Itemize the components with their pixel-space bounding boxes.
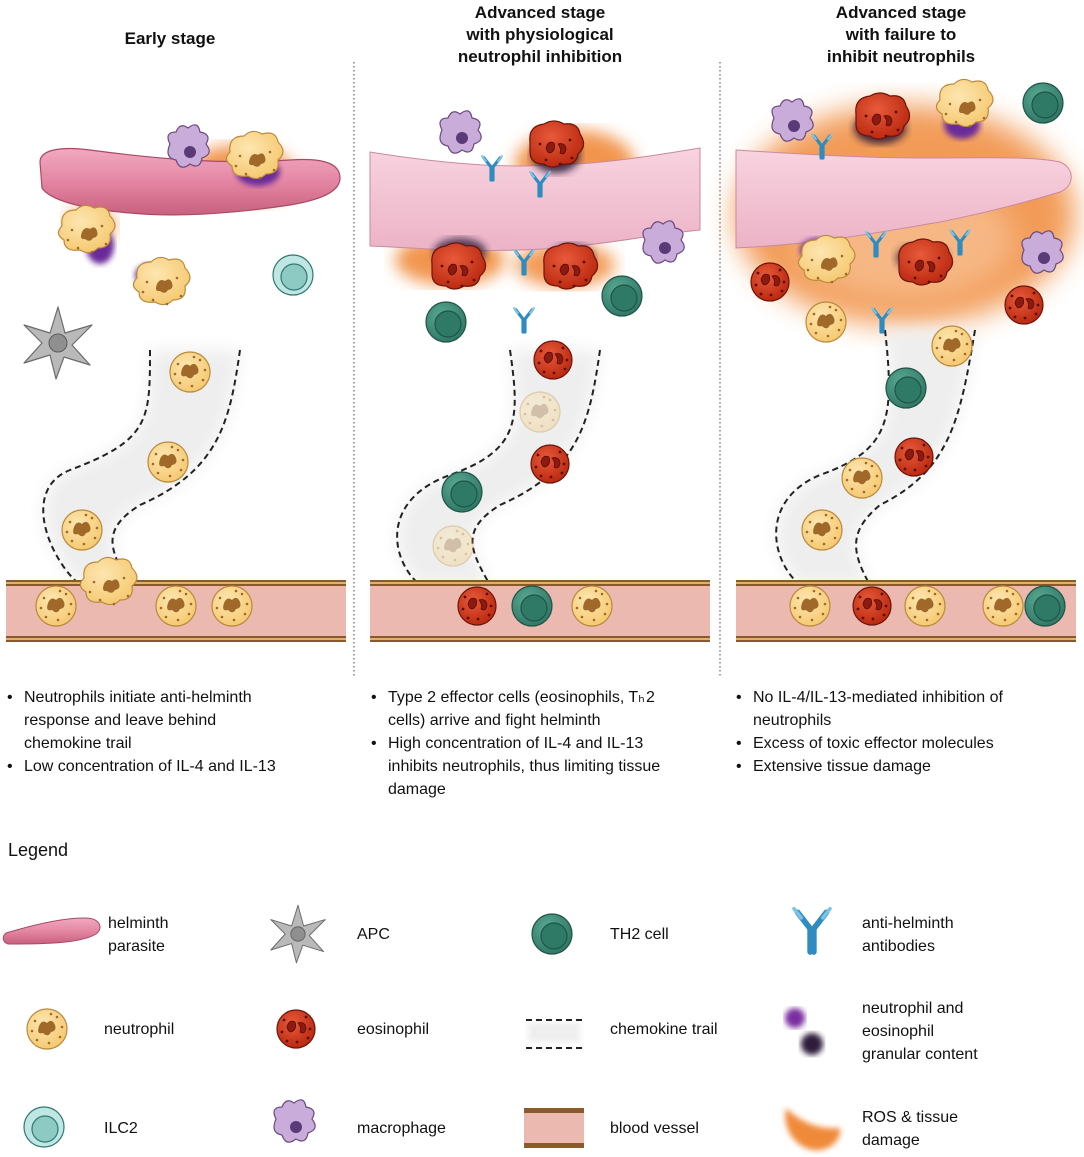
th2-cell <box>1024 585 1066 627</box>
eosinophil-cell <box>529 120 585 168</box>
chemokine-trail <box>775 329 976 586</box>
eosinophil-cell <box>894 437 934 477</box>
chemokine-trail <box>42 349 241 586</box>
bullet-item: Excess of toxic effector molecules <box>733 732 1078 755</box>
neutrophil-cell <box>797 234 856 284</box>
eosinophil-cell <box>852 586 892 626</box>
neutrophil-cell <box>935 78 994 128</box>
ros-icon <box>785 1108 841 1151</box>
neutrophil-cell <box>169 351 211 393</box>
bullet-item: Low concentration of IL-4 and IL-13 <box>4 755 344 778</box>
neutrophil-cell <box>982 585 1024 627</box>
apc-cell <box>23 306 93 380</box>
bullet-item: Neutrophils initiate anti-helminth respo… <box>4 686 344 755</box>
helminth-parasite <box>735 149 1072 249</box>
antibody <box>512 306 536 334</box>
neutrophil-cell <box>147 441 189 483</box>
bullet-item: Extensive tissue damage <box>733 755 1078 778</box>
neutrophil-cell <box>789 585 831 627</box>
neutrophil-cell <box>79 556 138 606</box>
legend-label-chemokine-trail: chemokine trail <box>610 1021 718 1038</box>
panel-title-advanced-inhibition: Advanced stage with physiological neutro… <box>457 3 623 66</box>
panel-failure-illustration <box>735 78 1076 642</box>
neutrophil-cell <box>519 391 561 433</box>
macrophage-icon <box>273 1099 316 1143</box>
legend-icons <box>2 904 841 1151</box>
eosinophil-cell <box>530 444 570 484</box>
chemokine-trail <box>396 349 601 586</box>
neutrophil-cell <box>841 457 883 499</box>
eosinophil-cell <box>533 340 573 380</box>
eosinophil-cell <box>431 242 487 290</box>
neutrophil-cell <box>57 204 116 254</box>
macrophage-cell <box>439 110 482 154</box>
neutrophil-cell <box>801 509 843 551</box>
neutrophil-cell <box>61 509 103 551</box>
panel-advanced-inhibition-bullets: Type 2 effector cells (eosinophils, Tₕ 2… <box>368 686 718 801</box>
helminth-icon <box>2 917 101 945</box>
ilc2-icon <box>23 1106 65 1148</box>
neutrophil-cell <box>571 585 613 627</box>
eosinophil-cell <box>750 262 790 302</box>
th2-cell <box>885 367 927 409</box>
legend-label-th2: TH2 cell <box>610 926 669 943</box>
th2-cell <box>425 301 467 343</box>
legend-label-ilc2: ILC2 <box>104 1120 138 1137</box>
legend-label-neutrophil: neutrophil <box>104 1021 175 1038</box>
ilc2-cell <box>272 254 314 296</box>
neutrophil-icon <box>26 1008 68 1050</box>
panel-early-illustration <box>6 124 346 642</box>
th2-cell <box>601 275 643 317</box>
neutrophil-cell <box>432 525 474 567</box>
eosinophil-cell <box>855 92 911 140</box>
panel-advanced-failure-bullets: No IL-4/IL-13-mediated inhibition of neu… <box>733 686 1078 778</box>
panel-title-early: Early stage <box>124 29 216 48</box>
neutrophil-cell <box>931 325 973 367</box>
apc-icon <box>270 904 326 964</box>
neutrophil-cell <box>805 301 847 343</box>
panel-advanced-illustration <box>369 110 710 642</box>
neutrophil-cell <box>35 585 77 627</box>
eosinophil-icon <box>276 1009 316 1049</box>
th2-cell <box>511 585 553 627</box>
eosinophil-cell <box>543 242 599 290</box>
panel-early-bullets: Neutrophils initiate anti-helminth respo… <box>4 686 344 778</box>
chemokine-trail-icon <box>526 1019 582 1049</box>
neutrophil-cell <box>225 130 284 180</box>
legend-label-eosinophil: eosinophil <box>357 1021 430 1038</box>
antibody-icon <box>794 909 830 952</box>
bullet-item: No IL-4/IL-13-mediated inhibition of neu… <box>733 686 1078 732</box>
panel-title-advanced-failure: Advanced stage with failure to inhibit n… <box>826 3 976 66</box>
blood-vessel-icon <box>524 1108 584 1148</box>
legend-label-macrophage: macrophage <box>357 1120 446 1137</box>
eosinophil-cell <box>457 586 497 626</box>
neutrophil-cell <box>155 585 197 627</box>
legend-title: Legend <box>8 840 69 860</box>
neutrophil-cell <box>211 585 253 627</box>
th2-cell <box>441 471 483 513</box>
granule-icon <box>785 1008 823 1055</box>
eosinophil-cell <box>898 238 954 286</box>
th2-cell-icon <box>531 913 573 955</box>
eosinophil-cell <box>1004 285 1044 325</box>
legend-label-apc: APC <box>357 926 390 943</box>
th2-cell <box>1022 82 1064 124</box>
bullet-item: Type 2 effector cells (eosinophils, Tₕ 2… <box>368 686 718 732</box>
legend-label-blood-vessel: blood vessel <box>610 1120 699 1137</box>
bullet-item: High concentration of IL-4 and IL-13 inh… <box>368 732 718 801</box>
neutrophil-cell <box>132 256 191 306</box>
neutrophil-cell <box>904 585 946 627</box>
